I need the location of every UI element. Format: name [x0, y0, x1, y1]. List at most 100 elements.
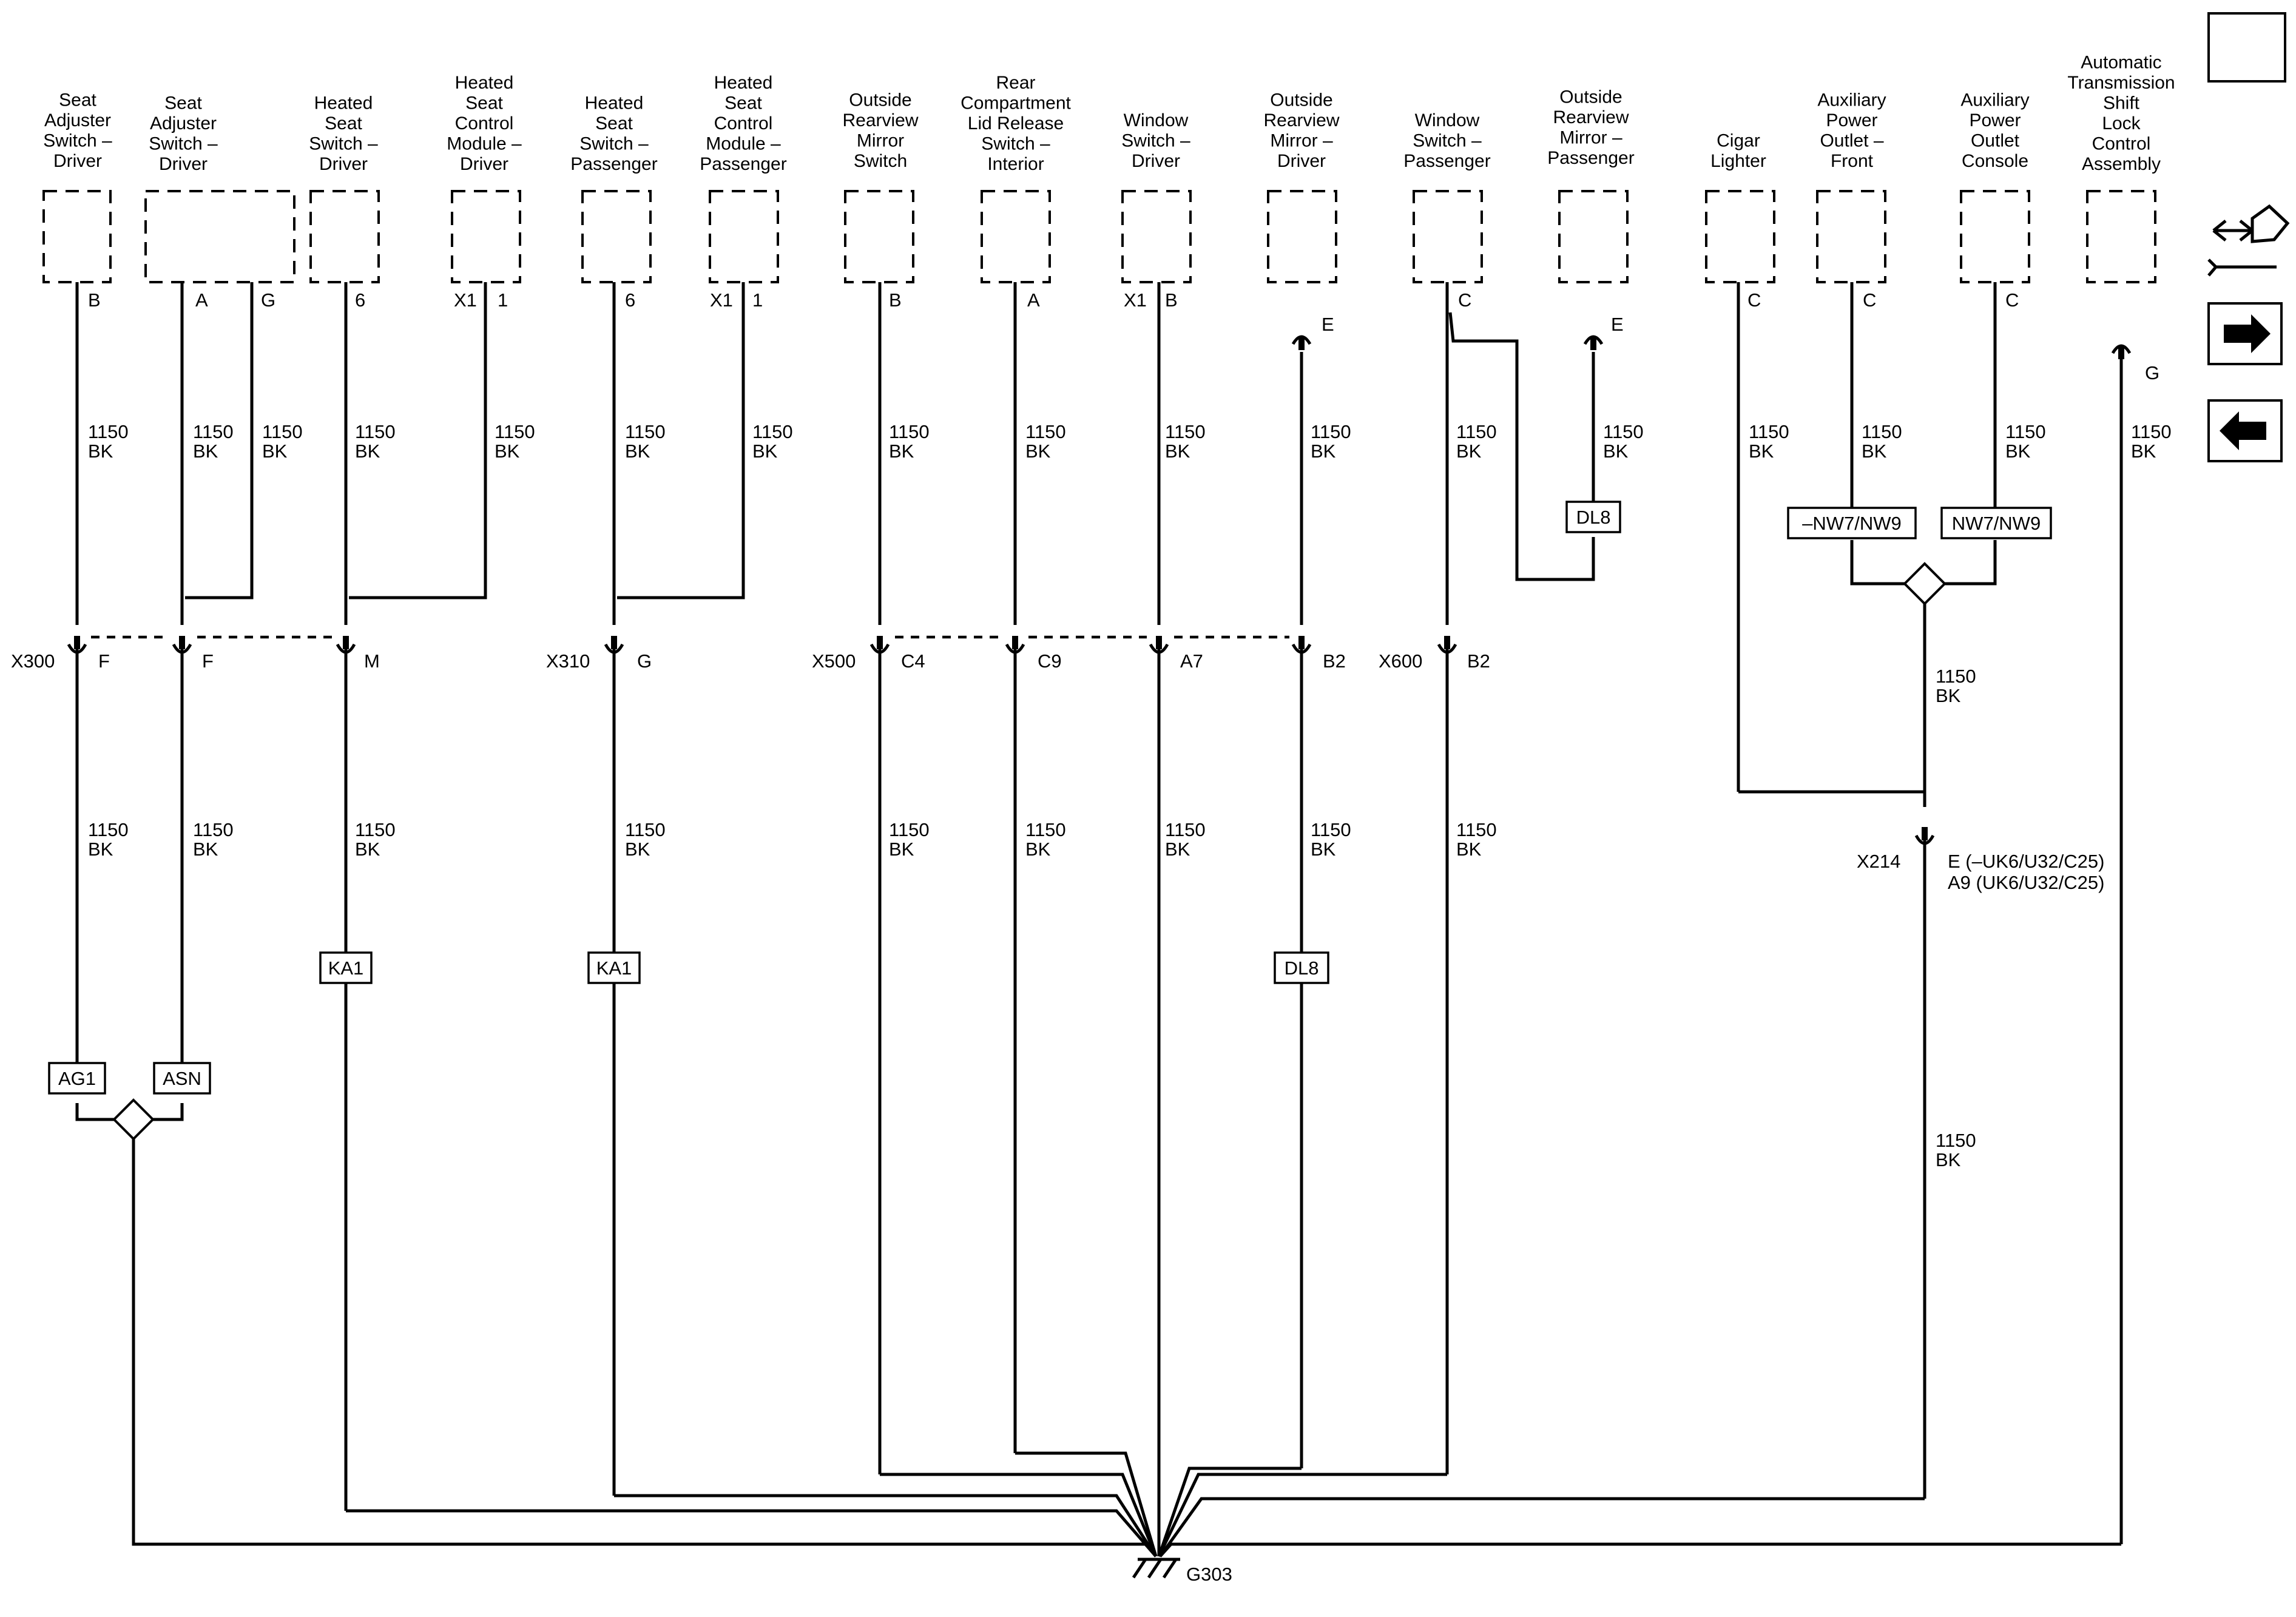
inline-connector-pin: [1156, 636, 1162, 649]
option-ka1-label: KA1: [596, 957, 632, 979]
inline-connector-terminal: [336, 643, 356, 654]
wire-label-mirror-driver-size: 1150: [1311, 421, 1351, 442]
heated-seat-control-module-passenger-label-line: Heated: [714, 73, 773, 93]
wire-heated-mod-driver: [349, 282, 487, 599]
transmission-shift-lock-control-label-line: Lock: [2102, 113, 2141, 133]
loc-icon[interactable]: [2207, 12, 2286, 83]
outside-rearview-mirror-passenger-label-line: Rearview: [1553, 107, 1629, 127]
wire-label-x310-g-color: BK: [625, 839, 650, 860]
wire-label-trans-lock-color: BK: [2131, 441, 2156, 462]
wire-conv-heated-pass: [614, 1494, 1158, 1558]
wire-label-mirror-switch-color: BK: [889, 441, 914, 462]
wire-label-mirror-driver-color: BK: [1311, 441, 1336, 462]
mirror-driver-e-pin: [1298, 337, 1305, 350]
wire-conv-mirror-driver: [1157, 1467, 1302, 1557]
wire-label-x600-b2-color: BK: [1456, 839, 1482, 860]
wire-label-window-pass-size: 1150: [1456, 421, 1497, 442]
outside-rearview-mirror-passenger-label-line: Mirror –: [1559, 128, 1622, 148]
rear-compartment-lid-release-switch-label-line: Compartment: [961, 93, 1071, 113]
trans-lock-g-pin: [2118, 346, 2124, 359]
outside-rearview-mirror-driver-label-line: Rearview: [1263, 110, 1339, 130]
window-switch-passenger-label-line: Switch –: [1413, 131, 1482, 151]
pin-c: C: [1747, 289, 1761, 311]
inline-connector-terminal: [604, 643, 624, 654]
connector-x214: X214: [1857, 851, 1900, 872]
inline-connector-terminal: [1005, 643, 1025, 654]
cavity-m: M: [364, 650, 380, 672]
wire-label-heated-sw-driver-color: BK: [355, 441, 380, 462]
rear-compartment-lid-release-switch-label-line: Rear: [996, 73, 1035, 93]
window-switch-passenger-label-line: Passenger: [1403, 151, 1490, 171]
wire-nw7-to-splice: [1942, 540, 1997, 586]
transmission-shift-lock-control-label-line: Shift: [2103, 93, 2140, 113]
ground-stroke-3: [1162, 1558, 1178, 1579]
inline-connector-terminal: [1437, 643, 1457, 654]
wiring: [75, 282, 2123, 1579]
plug-glyph: [2250, 204, 2290, 243]
wire-label-aux-splice-size: 1150: [1936, 666, 1976, 687]
option-asn-label: ASN: [163, 1068, 201, 1089]
arrow-right-glyph: [2224, 314, 2271, 353]
pin-6: 6: [355, 289, 365, 311]
transmission-shift-lock-control-label-line: Automatic: [2081, 53, 2161, 73]
seat-adjuster-switch-driver-1-label-line: Driver: [53, 151, 102, 171]
transmission-shift-lock-control-label-line: Assembly: [2082, 154, 2161, 174]
window-switch-passenger-label-line: Window: [1415, 110, 1480, 130]
wire-label-x300-f1-color: BK: [88, 839, 113, 860]
wire-label-window-driver-color: BK: [1165, 441, 1190, 462]
heated-seat-control-module-passenger-box: [709, 190, 779, 283]
inline-connector-terminal: [869, 643, 890, 654]
auxiliary-power-outlet-front-label-line: Power: [1826, 110, 1877, 130]
pin-b: B: [889, 289, 902, 311]
wire-label-x500-c4-color: BK: [889, 839, 914, 860]
pin-e: E: [1322, 314, 1334, 335]
wire-conv-trans-lock: [1159, 1542, 2121, 1558]
cavity-f: F: [202, 650, 214, 672]
wire-label-window-pass-color: BK: [1456, 441, 1482, 462]
option-asn-box: [153, 1062, 211, 1095]
wire-label-x300-m-size: 1150: [355, 819, 396, 840]
option-dl8-label: DL8: [1576, 507, 1611, 528]
heated-seat-switch-passenger-label-line: Seat: [595, 113, 633, 133]
auxiliary-power-outlet-front-label-line: Outlet –: [1820, 131, 1883, 151]
pin-e: E: [1611, 314, 1624, 335]
cavity-g: G: [637, 650, 652, 672]
rear-compartment-lid-release-switch-box: [981, 190, 1051, 283]
option-not-nw7-nw9-label: –NW7/NW9: [1802, 513, 1902, 534]
wire-label-mirror-pass-color: BK: [1603, 441, 1629, 462]
wire-label-trans-lock-size: 1150: [2131, 421, 2172, 442]
pin-x1: X1: [710, 289, 733, 311]
auxiliary-power-outlet-console-box: [1960, 190, 2030, 283]
cavity-c9: C9: [1038, 650, 1062, 672]
wire-label-heated-mod-driver-size: 1150: [495, 421, 535, 442]
wire-label-x310-g-size: 1150: [625, 819, 666, 840]
connector-x300: X300: [11, 650, 55, 672]
auxiliary-power-outlet-front-box: [1816, 190, 1886, 283]
wire-seat-adj-2-g: [185, 282, 254, 599]
option-dl8-box: [1565, 501, 1621, 533]
wire-label-aux-console-size: 1150: [2005, 421, 2046, 442]
connector-x600: X600: [1379, 650, 1422, 672]
seat-adjuster-switch-driver-1-label-line: Switch –: [43, 131, 112, 151]
wire-asn-to-splice: [152, 1103, 184, 1121]
heated-seat-switch-driver-label-line: Driver: [319, 154, 368, 174]
heated-seat-switch-passenger-box: [581, 190, 652, 283]
wrench-arrows-icon[interactable]: [2207, 204, 2290, 277]
seat-adjuster-switch-driver-1-label-line: Adjuster: [44, 110, 111, 130]
heated-seat-control-module-passenger-label-line: Module –: [706, 134, 781, 154]
outside-rearview-mirror-driver-label-line: Outside: [1270, 90, 1332, 110]
ground-stroke-1: [1132, 1558, 1147, 1579]
wire-label-heated-mod-pass-size: 1150: [752, 421, 793, 442]
option-dl8-label: DL8: [1285, 957, 1319, 979]
auxiliary-power-outlet-console-label-line: Console: [1962, 151, 2028, 171]
heated-seat-control-module-driver-label-line: Driver: [460, 154, 508, 174]
